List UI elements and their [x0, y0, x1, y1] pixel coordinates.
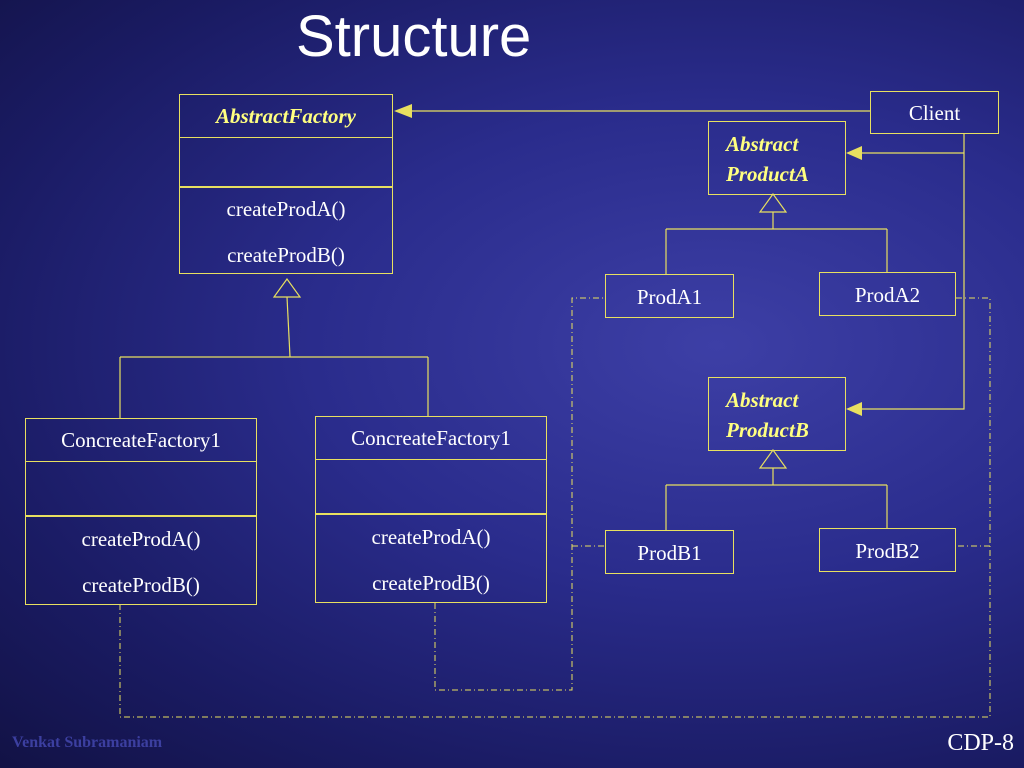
factory2-dependency-line — [434, 297, 606, 691]
footer-author: Venkat Subramaniam — [12, 734, 163, 751]
concrete-factory-left-method: createProdB() — [82, 573, 200, 597]
abstract-factory-method: createProdB() — [227, 243, 345, 267]
concrete-factory-left-class: ConcreateFactory1 createProdA() createPr… — [25, 418, 257, 605]
slide-title: Structure — [296, 4, 532, 69]
concrete-factory-left-attributes — [26, 462, 256, 517]
factory-inheritance-stem — [286, 296, 291, 358]
abstract-product-b-line1: Abstract — [726, 388, 799, 412]
abstract-product-a-line1: Abstract — [726, 132, 799, 156]
concrete-factory-right-class: ConcreateFactory1 createProdA() createPr… — [315, 416, 547, 603]
concrete-factory-right-name: ConcreateFactory1 — [316, 417, 546, 460]
abstract-product-b-class: Abstract ProductB — [708, 377, 846, 451]
prod-b2-class: ProdB2 — [819, 528, 956, 572]
footer-page-number: CDP-8 — [947, 730, 1014, 756]
client-name: Client — [908, 101, 961, 125]
product-a-inheritance-triangle — [758, 192, 788, 213]
prod-a2-name: ProdA2 — [854, 283, 921, 307]
abstract-product-a-class: Abstract ProductA — [708, 121, 846, 195]
client-to-product-b-arrowhead — [846, 402, 862, 416]
abstract-factory-class: AbstractFactory createProdA() createProd… — [179, 94, 393, 274]
prod-a1-name: ProdA1 — [636, 285, 703, 309]
concrete-factory-left-name: ConcreateFactory1 — [26, 419, 256, 462]
prod-a2-class: ProdA2 — [819, 272, 956, 316]
concrete-factory-right-method: createProdB() — [372, 571, 490, 595]
prod-a1-class: ProdA1 — [605, 274, 734, 318]
abstract-factory-attributes — [180, 138, 392, 188]
client-class: Client — [870, 91, 999, 134]
abstract-product-b-line2: ProductB — [726, 418, 809, 442]
prod-b1-name: ProdB1 — [637, 541, 702, 565]
concrete-factory-left-method: createProdA() — [81, 527, 201, 551]
concrete-factory-right-method: createProdA() — [371, 525, 491, 549]
abstract-product-a-line2: ProductA — [726, 162, 809, 186]
abstract-factory-name: AbstractFactory — [180, 95, 392, 138]
abstract-factory-method: createProdA() — [226, 197, 346, 221]
client-to-factory-arrowhead — [394, 104, 412, 118]
prod-b1-class: ProdB1 — [605, 530, 734, 574]
factory-inheritance-triangle — [272, 277, 302, 298]
factory1-dependency-line — [119, 297, 991, 718]
prod-b2-name: ProdB2 — [855, 539, 920, 563]
product-b-inheritance-triangle — [758, 448, 788, 469]
concrete-factory-right-attributes — [316, 460, 546, 515]
client-to-products-line — [862, 134, 965, 410]
client-to-product-a-arrowhead — [846, 146, 862, 160]
